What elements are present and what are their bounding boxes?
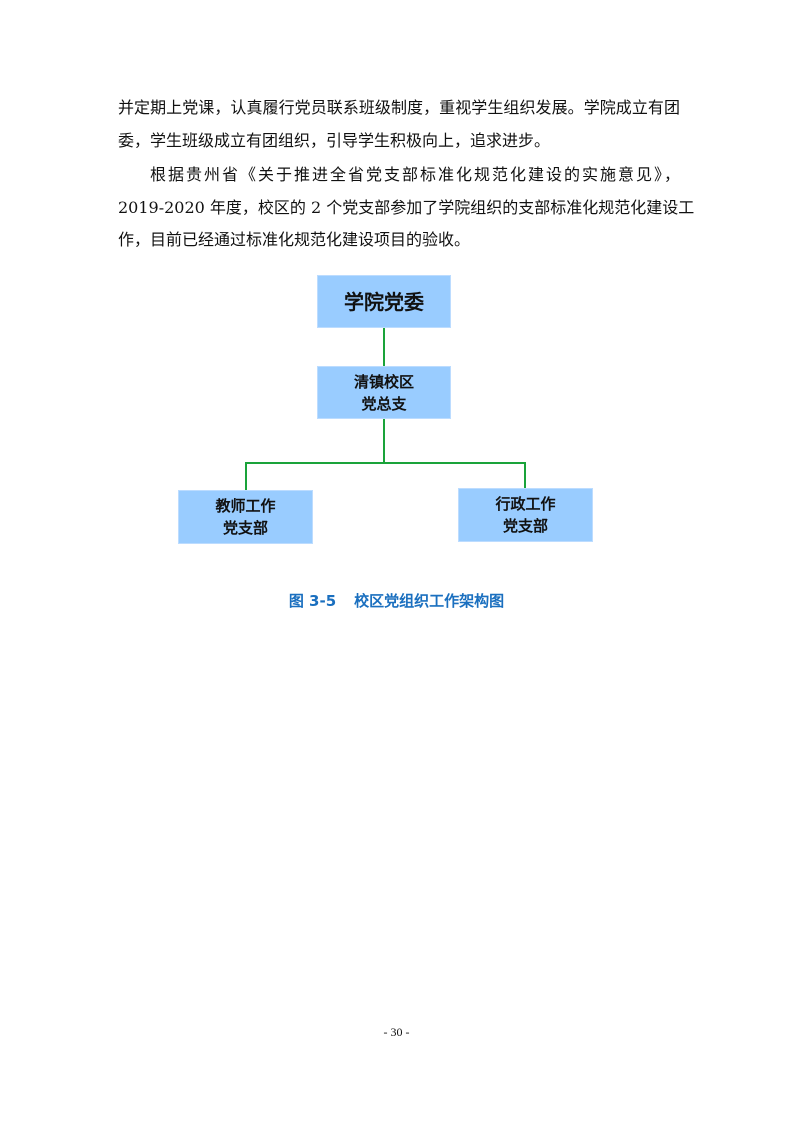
- figure-title: 校区党组织工作架构图: [354, 592, 505, 610]
- page-number: - 30 -: [383, 1025, 410, 1039]
- org-box-label: 党总支: [361, 394, 407, 413]
- org-box-college-committee: 学院党委: [317, 275, 451, 328]
- paragraph-line: 委，学生班级成立有团组织，引导学生积极向上，追求进步。: [118, 131, 551, 150]
- figure-number: 图 3-5: [288, 592, 337, 610]
- connector-line: [245, 462, 247, 490]
- org-box-label: 教师工作: [215, 497, 276, 515]
- connector-line: [524, 462, 526, 488]
- org-box-label: 学院党委: [344, 289, 424, 314]
- org-box-label: 党支部: [502, 517, 548, 535]
- org-box-label: 党支部: [222, 519, 268, 537]
- connector-line: [383, 419, 385, 464]
- org-box-campus-general-branch: 清镇校区 党总支: [317, 366, 451, 419]
- figure-caption: 图 3-5 校区党组织工作架构图: [0, 590, 793, 611]
- org-box-teacher-branch: 教师工作 党支部: [178, 490, 313, 544]
- paragraph-line: 2019-2020 年度，校区的 2 个党支部参加了学院组织的支部标准化规范化建…: [118, 198, 695, 217]
- org-box-admin-branch: 行政工作 党支部: [458, 488, 593, 542]
- org-box-label: 清镇校区: [353, 372, 414, 391]
- paragraph-line: 根据贵州省《关于推进全省党支部标准化规范化建设的实施意见》，: [150, 165, 680, 184]
- connector-line: [245, 462, 526, 464]
- org-box-label: 行政工作: [495, 495, 556, 513]
- paragraph-line: 并定期上党课，认真履行党员联系班级制度，重视学生组织发展。学院成立有团: [118, 98, 680, 117]
- paragraph-line: 作，目前已经通过标准化规范化建设项目的验收。: [118, 230, 471, 249]
- connector-line: [383, 328, 385, 366]
